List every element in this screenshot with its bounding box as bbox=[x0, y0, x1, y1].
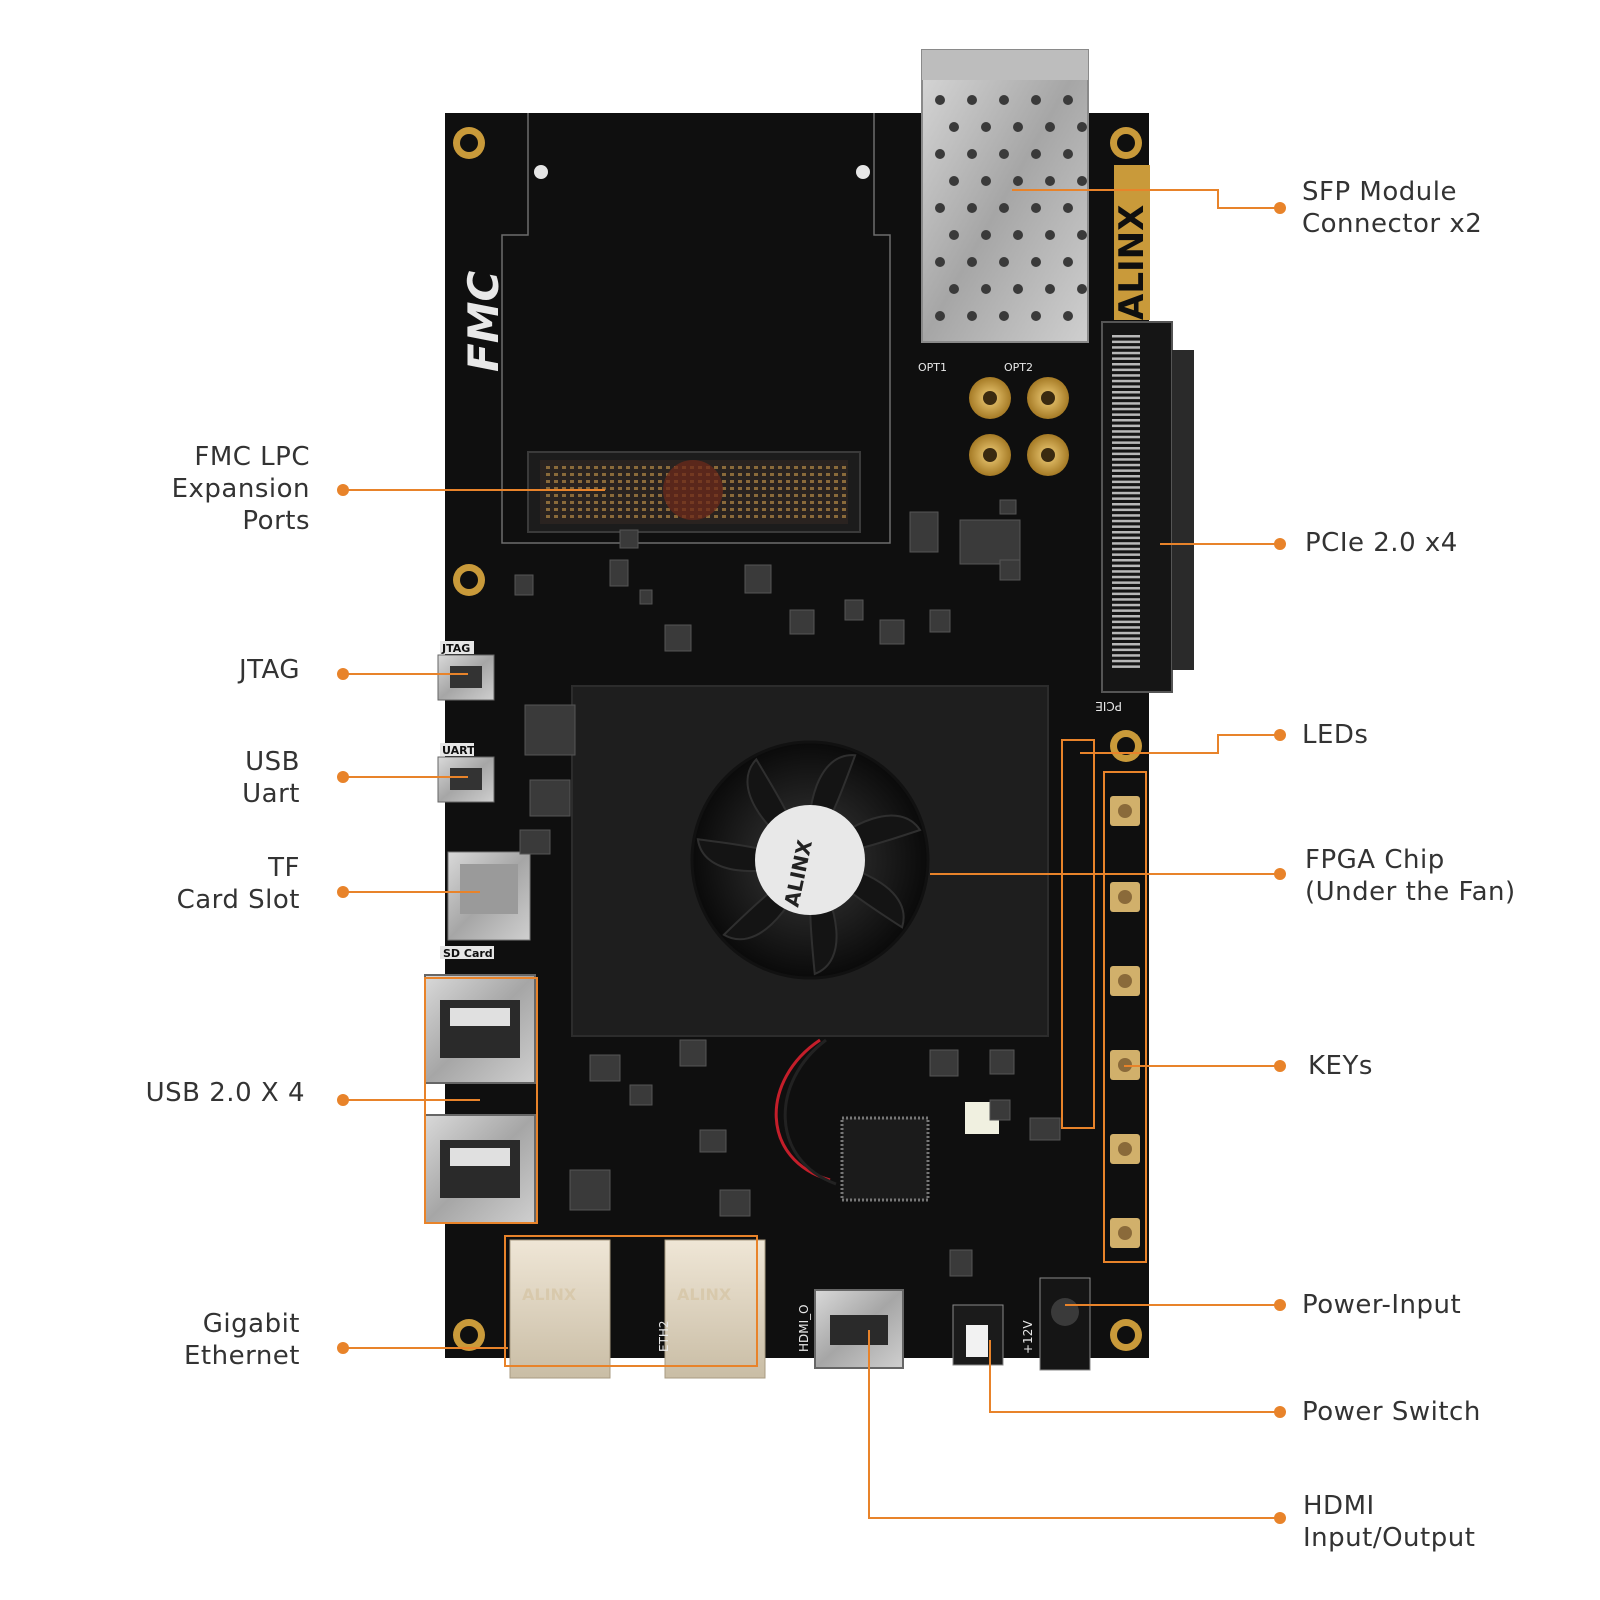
hdmi-silk: HDMI_O bbox=[797, 1304, 811, 1352]
callout-lines bbox=[343, 189, 1280, 1519]
callout-gigabit: Gigabit Ethernet bbox=[184, 1309, 300, 1371]
sd-silk: SD Card bbox=[443, 947, 493, 960]
callout-leds: LEDs bbox=[1302, 720, 1369, 750]
opt2-silk: OPT2 bbox=[1004, 361, 1033, 374]
callout-fpga: FPGA Chip (Under the Fan) bbox=[1305, 845, 1516, 907]
callout-jtag: JTAG bbox=[238, 655, 300, 685]
svg-text:ALINX: ALINX bbox=[677, 1285, 732, 1304]
opt1-silk: OPT1 bbox=[918, 361, 947, 374]
jtag-silk: JTAG bbox=[441, 642, 470, 655]
ethernet-jacks: ALINX ALINX bbox=[509, 1239, 766, 1379]
callout-fmc: FMC LPC Expansion Ports bbox=[171, 442, 310, 536]
pcie-connector bbox=[1101, 321, 1194, 693]
fmc-logo: FMC bbox=[459, 271, 508, 372]
leds-column bbox=[1061, 739, 1095, 1129]
callout-hdmi: HDMI Input/Output bbox=[1303, 1491, 1476, 1553]
svg-text:ALINX: ALINX bbox=[522, 1285, 577, 1304]
fmc-connector bbox=[527, 451, 861, 533]
usb-ports bbox=[424, 974, 536, 1224]
callout-usb20: USB 2.0 X 4 bbox=[145, 1078, 305, 1108]
callout-tf-card: TF Card Slot bbox=[176, 853, 300, 915]
callout-dots bbox=[337, 202, 1286, 1524]
uart-silk: UART bbox=[442, 744, 475, 757]
keys-column bbox=[1103, 771, 1147, 1263]
callout-usb-uart: USB Uart bbox=[242, 747, 300, 809]
cooling-fan: ALINX bbox=[690, 740, 930, 980]
pcie-silk: PCIE bbox=[1095, 699, 1122, 713]
sfp-cage bbox=[921, 49, 1089, 343]
eth2-silk: ETH2 bbox=[657, 1320, 671, 1352]
sma-connectors bbox=[969, 377, 1069, 476]
alinx-brand: ALINX bbox=[1112, 205, 1152, 320]
callout-keys: KEYs bbox=[1308, 1051, 1373, 1081]
uart-connector bbox=[437, 756, 495, 803]
callout-power-input: Power-Input bbox=[1302, 1290, 1462, 1320]
callout-pcie: PCIe 2.0 x4 bbox=[1305, 528, 1458, 558]
callout-sfp: SFP Module Connector x2 bbox=[1302, 177, 1483, 239]
fmc-area-outline bbox=[501, 113, 891, 544]
ethernet-bracket bbox=[504, 1235, 758, 1367]
callout-power-switch: Power Switch bbox=[1302, 1397, 1481, 1427]
power-silk: +12V bbox=[1021, 1320, 1035, 1354]
hdmi-chip bbox=[840, 1116, 930, 1202]
